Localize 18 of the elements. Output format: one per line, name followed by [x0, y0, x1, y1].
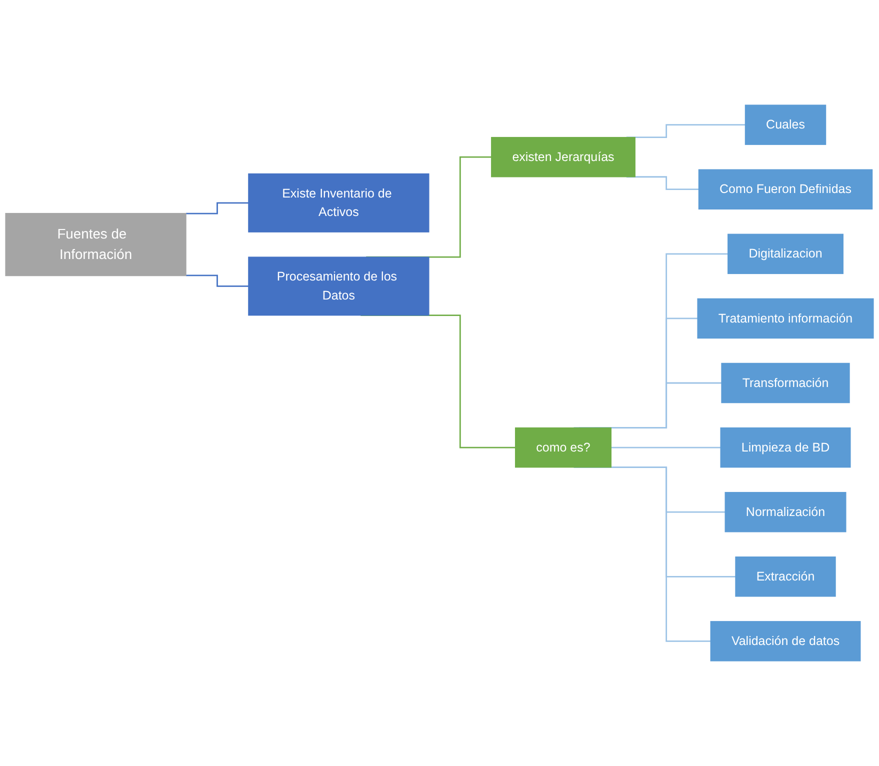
- node-box: Digitalizacion: [728, 234, 844, 274]
- node-box: Procesamiento de los Datos: [248, 256, 430, 316]
- node-box: Fuentes de Información: [5, 212, 186, 276]
- connector: [186, 202, 250, 214]
- node-box: Como Fueron Definidas: [698, 169, 873, 210]
- node-box: Normalización: [724, 492, 846, 532]
- connector: [611, 446, 722, 448]
- node-box: Existe Inventario de Activos: [248, 173, 430, 232]
- node-box: Transformación: [721, 362, 850, 404]
- node-box: Validación de datos: [710, 621, 861, 662]
- node-box: existen Jerarquías: [491, 136, 636, 178]
- connector: [626, 176, 700, 190]
- node-box: como es?: [514, 427, 612, 468]
- node-box: Cuales: [744, 104, 826, 145]
- node-box: Limpieza de BD: [720, 427, 851, 468]
- node-box: Extracción: [735, 556, 836, 597]
- connector: [186, 274, 250, 287]
- node-box: Tratamiento información: [697, 298, 874, 339]
